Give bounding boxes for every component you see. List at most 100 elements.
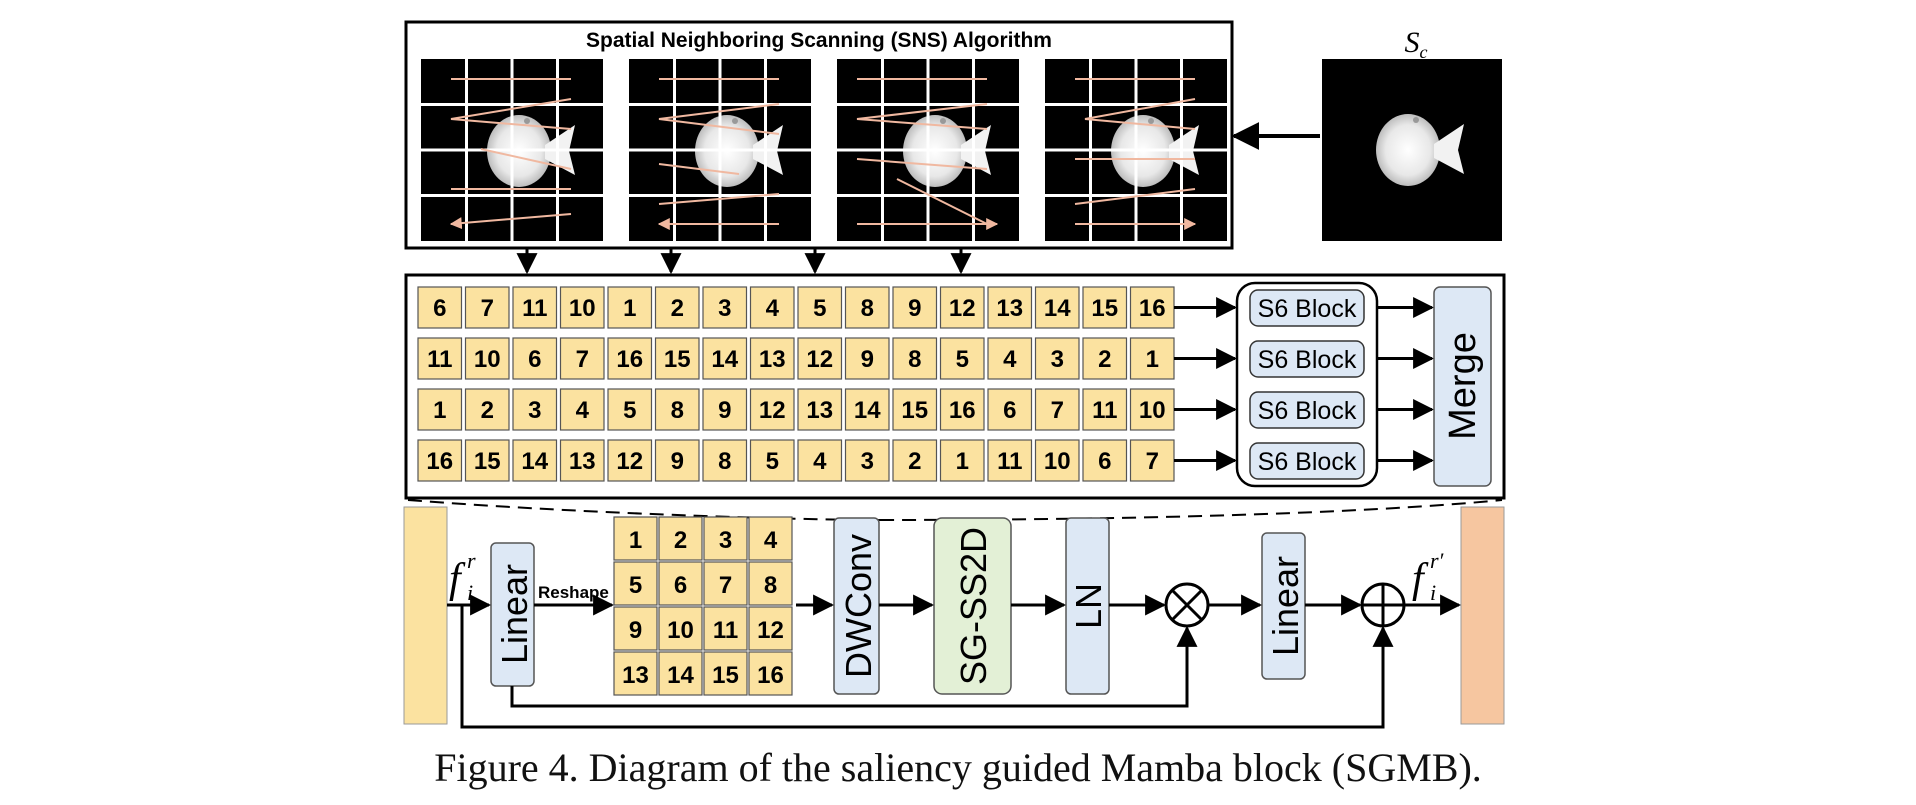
- sequence-cell-label: 10: [474, 346, 501, 373]
- merge-block: [1433, 286, 1492, 487]
- sequence-cell: [559, 388, 605, 431]
- sequence-cell-label: 5: [956, 346, 969, 373]
- sequence-cell: [939, 388, 985, 431]
- sequence-cell: [702, 388, 748, 431]
- sequence-cell: [939, 337, 985, 380]
- output-feature-sub: i: [1430, 580, 1436, 605]
- sns-scan-image: [629, 59, 811, 241]
- sequence-cell-label: 3: [528, 397, 541, 424]
- sequence-cell-label: 4: [576, 397, 590, 424]
- sequence-cell: [1082, 337, 1128, 380]
- s6-block-group: [1235, 281, 1379, 488]
- sequence-cell: [797, 337, 843, 380]
- sequence-cell-label: 9: [908, 295, 921, 322]
- sequence-cell: [1034, 337, 1080, 380]
- sequence-cell: [749, 439, 795, 482]
- sequence-cell: [844, 286, 890, 329]
- sequence-cell: [1129, 388, 1175, 431]
- sequence-cell-label: 2: [908, 448, 921, 475]
- grid-cell: [613, 516, 658, 561]
- grid-cell-label: 8: [764, 572, 777, 599]
- sequence-cell-label: 2: [481, 397, 494, 424]
- sequence-cell-label: 13: [996, 295, 1023, 322]
- grid-cell: [658, 651, 703, 696]
- s6-block: [1249, 442, 1365, 480]
- grid-cell-label: 7: [719, 572, 732, 599]
- sequence-cell-label: 2: [671, 295, 684, 322]
- sequence-cell-label: 15: [474, 448, 501, 475]
- input-feature-sub: i: [467, 580, 473, 605]
- sequence-cell: [654, 439, 700, 482]
- sns-scan-images: [421, 59, 1227, 241]
- sequence-cell-label: 15: [664, 346, 691, 373]
- grid-cell-label: 4: [764, 527, 778, 554]
- s6-block: [1249, 391, 1365, 429]
- sequence-cell: [1082, 439, 1128, 482]
- sequence-cell-label: 5: [766, 448, 779, 475]
- grid-cell: [703, 651, 748, 696]
- sequence-cell-label: 3: [861, 448, 874, 475]
- sequence-cell-label: 3: [718, 295, 731, 322]
- grid-cell: [748, 516, 793, 561]
- sequence-cell: [512, 439, 558, 482]
- s6-block: [1249, 289, 1365, 327]
- sequence-cell-label: 13: [806, 397, 833, 424]
- sequence-cell: [559, 337, 605, 380]
- sequence-cell: [987, 439, 1033, 482]
- sequence-cell-label: 10: [1044, 448, 1071, 475]
- sequence-cell: [464, 439, 510, 482]
- grid-cell: [658, 606, 703, 651]
- zoom-line-left: [407, 499, 881, 521]
- sequence-cell: [987, 388, 1033, 431]
- sns-scan-image: [1045, 59, 1227, 241]
- grid-cell: [658, 561, 703, 606]
- s6-block-label: S6 Block: [1258, 346, 1357, 374]
- sequence-cell: [1034, 388, 1080, 431]
- sequence-cell: [654, 388, 700, 431]
- sequence-cell: [987, 337, 1033, 380]
- grid-cell-label: 15: [712, 662, 739, 689]
- sequence-cell-label: 7: [1051, 397, 1064, 424]
- grid-cell-label: 10: [667, 617, 694, 644]
- sequence-cell-label: 5: [623, 397, 636, 424]
- grid-cell: [613, 606, 658, 651]
- sequence-cell-label: 6: [1003, 397, 1016, 424]
- sequence-cell: [417, 286, 463, 329]
- sequence-cell: [559, 286, 605, 329]
- sequence-cell: [987, 286, 1033, 329]
- grid-cell-label: 5: [629, 572, 642, 599]
- grid-cell: [703, 516, 748, 561]
- sequence-cell-label: 6: [1098, 448, 1111, 475]
- s6-block-label: S6 Block: [1258, 397, 1357, 425]
- sequence-cell-label: 14: [521, 448, 548, 475]
- sequence-cell-label: 10: [1139, 397, 1166, 424]
- sequence-cell: [749, 337, 795, 380]
- sequence-cell: [654, 337, 700, 380]
- sequence-cell-label: 11: [997, 448, 1022, 475]
- sequence-cell-label: 12: [949, 295, 976, 322]
- grid-cell-label: 14: [667, 662, 694, 689]
- grid-cell: [703, 561, 748, 606]
- sequence-cell: [417, 439, 463, 482]
- sequence-cell: [464, 337, 510, 380]
- grid-cell-label: 12: [757, 617, 784, 644]
- sequence-cell-label: 13: [759, 346, 786, 373]
- sequence-cell: [892, 337, 938, 380]
- sequence-cell: [607, 286, 653, 329]
- sns-title: Spatial Neighboring Scanning (SNS) Algor…: [586, 29, 1052, 52]
- sequence-cell: [797, 388, 843, 431]
- sequence-cell: [607, 388, 653, 431]
- pipeline-arrows: [447, 594, 1462, 729]
- sequence-cell-label: 11: [427, 346, 452, 373]
- sequence-cell-label: 5: [813, 295, 826, 322]
- sequence-cell: [702, 337, 748, 380]
- sequence-cell: [1082, 286, 1128, 329]
- sgss2d-label: SG-SS2D: [953, 527, 994, 685]
- sequence-cell-label: 8: [671, 397, 684, 424]
- grid-cell: [748, 561, 793, 606]
- sequence-cell-label: 8: [718, 448, 731, 475]
